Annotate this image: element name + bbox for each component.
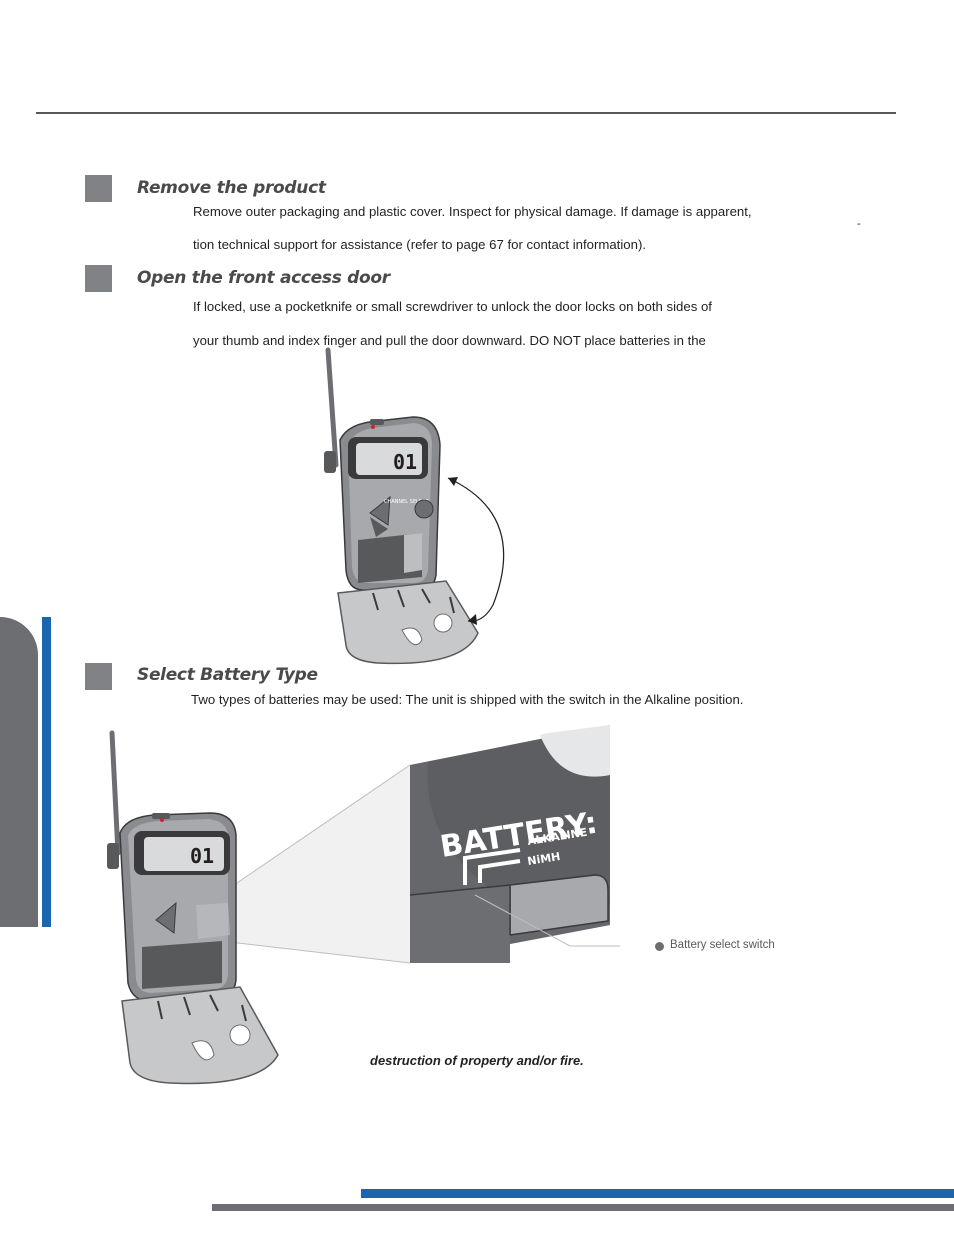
door-open-arrow (447, 477, 505, 622)
battery-switch-illustration: 01 BATTERY: ALKALINE NiMH (107, 725, 620, 1085)
footer-accent-bar (361, 1189, 954, 1198)
channel-up-button (155, 901, 177, 934)
lcd-digits: 01 (393, 450, 417, 474)
channel-down-button (370, 517, 388, 537)
section1-text-line1: Remove outer packaging and plastic cover… (193, 204, 752, 219)
section2-text-line1: If locked, use a pocketknife or small sc… (193, 299, 712, 314)
section-heading-battery-type: Select Battery Type (137, 665, 318, 685)
section-heading-open-door: Open the front access door (137, 268, 390, 288)
battery-select-switch (509, 874, 609, 936)
front-access-door (337, 580, 479, 665)
header-rule (36, 112, 896, 114)
channel-select-label: CHANNEL SELECT (384, 499, 429, 505)
listen-button (414, 499, 434, 519)
switch-callout-line (474, 894, 620, 947)
lcd-screen (144, 837, 224, 871)
battery-select-switch-label: Battery select switch (670, 939, 775, 951)
antenna (325, 347, 339, 468)
step-marker-2 (85, 265, 112, 292)
channel-up-button (369, 495, 391, 526)
receiver-door-open-illustration: 01 CHANNEL SELECT (324, 347, 505, 665)
callout-dot (655, 942, 664, 951)
side-accent-bar (42, 617, 51, 927)
section2-text-line2: your thumb and index finger and pull the… (193, 333, 706, 348)
warning-text: destruction of property and/or fire. (370, 1053, 584, 1068)
section3-text-line1: Two types of batteries may be used: The … (191, 692, 744, 707)
step-marker-3 (85, 663, 112, 690)
section-heading-remove-product: Remove the product (137, 178, 326, 198)
step-marker-1 (85, 175, 112, 202)
battery-compartment (142, 941, 222, 989)
zoom-option-nimh: NiMH (526, 850, 561, 868)
section1-text-line2: tion technical support for assistance (r… (193, 237, 647, 252)
lcd-screen (356, 443, 422, 475)
battery-switch-highlight (196, 903, 230, 939)
lcd-digits: 01 (190, 844, 214, 868)
side-chapter-tab (0, 617, 38, 927)
antenna-base (324, 451, 336, 473)
zoom-projection (212, 765, 410, 963)
antenna (109, 730, 121, 856)
section1-hyphen: - (857, 218, 861, 230)
front-access-door (121, 986, 279, 1085)
battery-zoom-panel: BATTERY: ALKALINE NiMH (409, 725, 610, 963)
footer-rule (212, 1204, 954, 1211)
